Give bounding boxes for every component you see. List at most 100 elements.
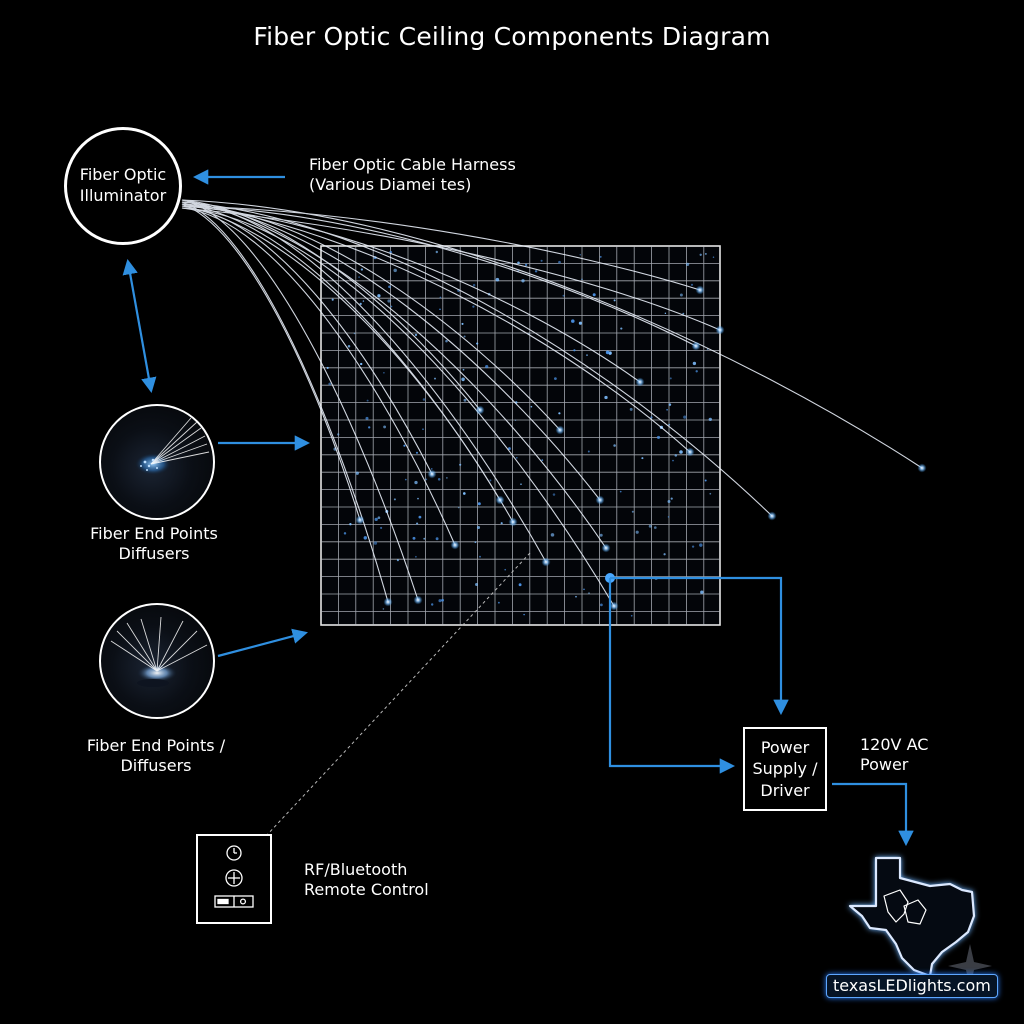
- star-point: [438, 599, 442, 603]
- fiber-end-point-lens-1: [99, 404, 215, 520]
- star-point: [403, 444, 406, 447]
- star-point: [705, 253, 707, 255]
- star-point: [699, 253, 702, 256]
- ac-power-label-line1: 120V AC: [860, 735, 929, 754]
- power-connector: [605, 573, 789, 774]
- remote-control: [196, 834, 272, 924]
- fiber-optic-illuminator: Fiber Optic Illuminator: [64, 127, 182, 245]
- star-point: [461, 322, 464, 325]
- fiber-tip-glow: [691, 341, 701, 351]
- star-point: [667, 516, 670, 518]
- star-point: [383, 371, 385, 374]
- ac-power-label-line2: Power: [860, 755, 909, 774]
- star-point: [558, 412, 561, 415]
- star-point: [558, 260, 561, 264]
- star-point: [552, 493, 556, 496]
- star-point: [583, 588, 585, 591]
- star-point: [404, 478, 407, 481]
- star-point: [523, 613, 525, 616]
- star-point: [592, 293, 596, 297]
- endpoints-label-2: Fiber End Points / Diffusers: [84, 736, 228, 776]
- psu-label-line3: Driver: [760, 780, 810, 800]
- star-point: [380, 526, 383, 529]
- star-point: [550, 533, 555, 537]
- star-point: [679, 450, 683, 454]
- remote-link-line: [265, 552, 531, 837]
- fiber-tip-glow: [475, 405, 485, 415]
- star-point: [682, 312, 685, 315]
- star-point: [393, 498, 396, 501]
- star-point: [476, 342, 479, 345]
- star-point: [669, 377, 672, 380]
- endpoints-label-1-line1: Fiber End Points: [90, 524, 218, 543]
- star-point: [414, 333, 418, 337]
- star-point: [699, 543, 703, 547]
- star-point: [521, 279, 525, 283]
- star-point: [472, 305, 475, 308]
- star-point: [475, 583, 478, 586]
- star-point: [670, 497, 673, 500]
- star-point: [359, 302, 362, 306]
- fiber-tip-glow: [427, 469, 437, 479]
- ac-power-arrow: [832, 782, 914, 847]
- star-point: [446, 477, 448, 479]
- power-supply-driver: Power Supply / Driver: [743, 727, 827, 811]
- star-point: [554, 377, 557, 380]
- star-point: [562, 294, 565, 297]
- fiber-tip-glow: [495, 495, 505, 505]
- star-point: [366, 399, 369, 402]
- star-point: [653, 526, 657, 529]
- star-point: [541, 459, 544, 461]
- star-point: [390, 305, 393, 308]
- star-point: [571, 319, 575, 323]
- fiber-tip-glow: [450, 540, 460, 550]
- fiber-end-point-icon: [135, 417, 210, 475]
- star-point: [377, 516, 381, 520]
- fiber-tip-glow: [635, 377, 645, 387]
- star-point: [530, 405, 533, 408]
- star-point: [524, 263, 528, 267]
- star-point: [708, 417, 712, 422]
- star-point: [459, 463, 462, 466]
- remote-label: RF/Bluetooth Remote Control: [304, 860, 429, 900]
- star-point: [368, 426, 371, 429]
- star-point: [620, 327, 623, 330]
- clock-icon: [226, 845, 242, 861]
- fiber-tip-glow: [917, 463, 927, 473]
- illuminator-label-line1: Fiber Optic: [79, 165, 167, 185]
- star-point: [587, 450, 590, 453]
- star-point: [650, 416, 653, 419]
- star-point: [666, 409, 668, 411]
- fiber-strand: [181, 205, 697, 347]
- star-point: [695, 370, 698, 373]
- star-point: [586, 354, 588, 356]
- star-point: [667, 500, 671, 503]
- star-point: [472, 283, 476, 287]
- star-point: [692, 361, 697, 366]
- star-point: [343, 532, 347, 535]
- fiber-strand: [181, 203, 361, 521]
- star-point: [668, 423, 671, 426]
- star-point: [326, 366, 329, 369]
- fiber-tip-glow: [715, 325, 725, 335]
- star-point: [328, 382, 332, 386]
- star-point: [600, 603, 603, 607]
- diagram-title: Fiber Optic Ceiling Components Diagram: [253, 22, 771, 51]
- star-point: [396, 559, 399, 562]
- star-point: [495, 277, 500, 282]
- star-point: [599, 533, 603, 537]
- star-point: [605, 350, 610, 355]
- star-point: [445, 339, 448, 343]
- star-point: [517, 261, 520, 265]
- star-point: [648, 524, 652, 528]
- fiber-tip-glow: [767, 511, 777, 521]
- star-point: [520, 483, 522, 486]
- star-point: [712, 256, 715, 258]
- star-point: [534, 270, 538, 273]
- star-point: [504, 568, 507, 571]
- texas-outline-icon: [848, 856, 976, 978]
- star-point: [619, 490, 622, 493]
- star-point: [463, 398, 467, 402]
- star-point: [518, 583, 522, 587]
- fiber-cable-harness: [181, 199, 923, 607]
